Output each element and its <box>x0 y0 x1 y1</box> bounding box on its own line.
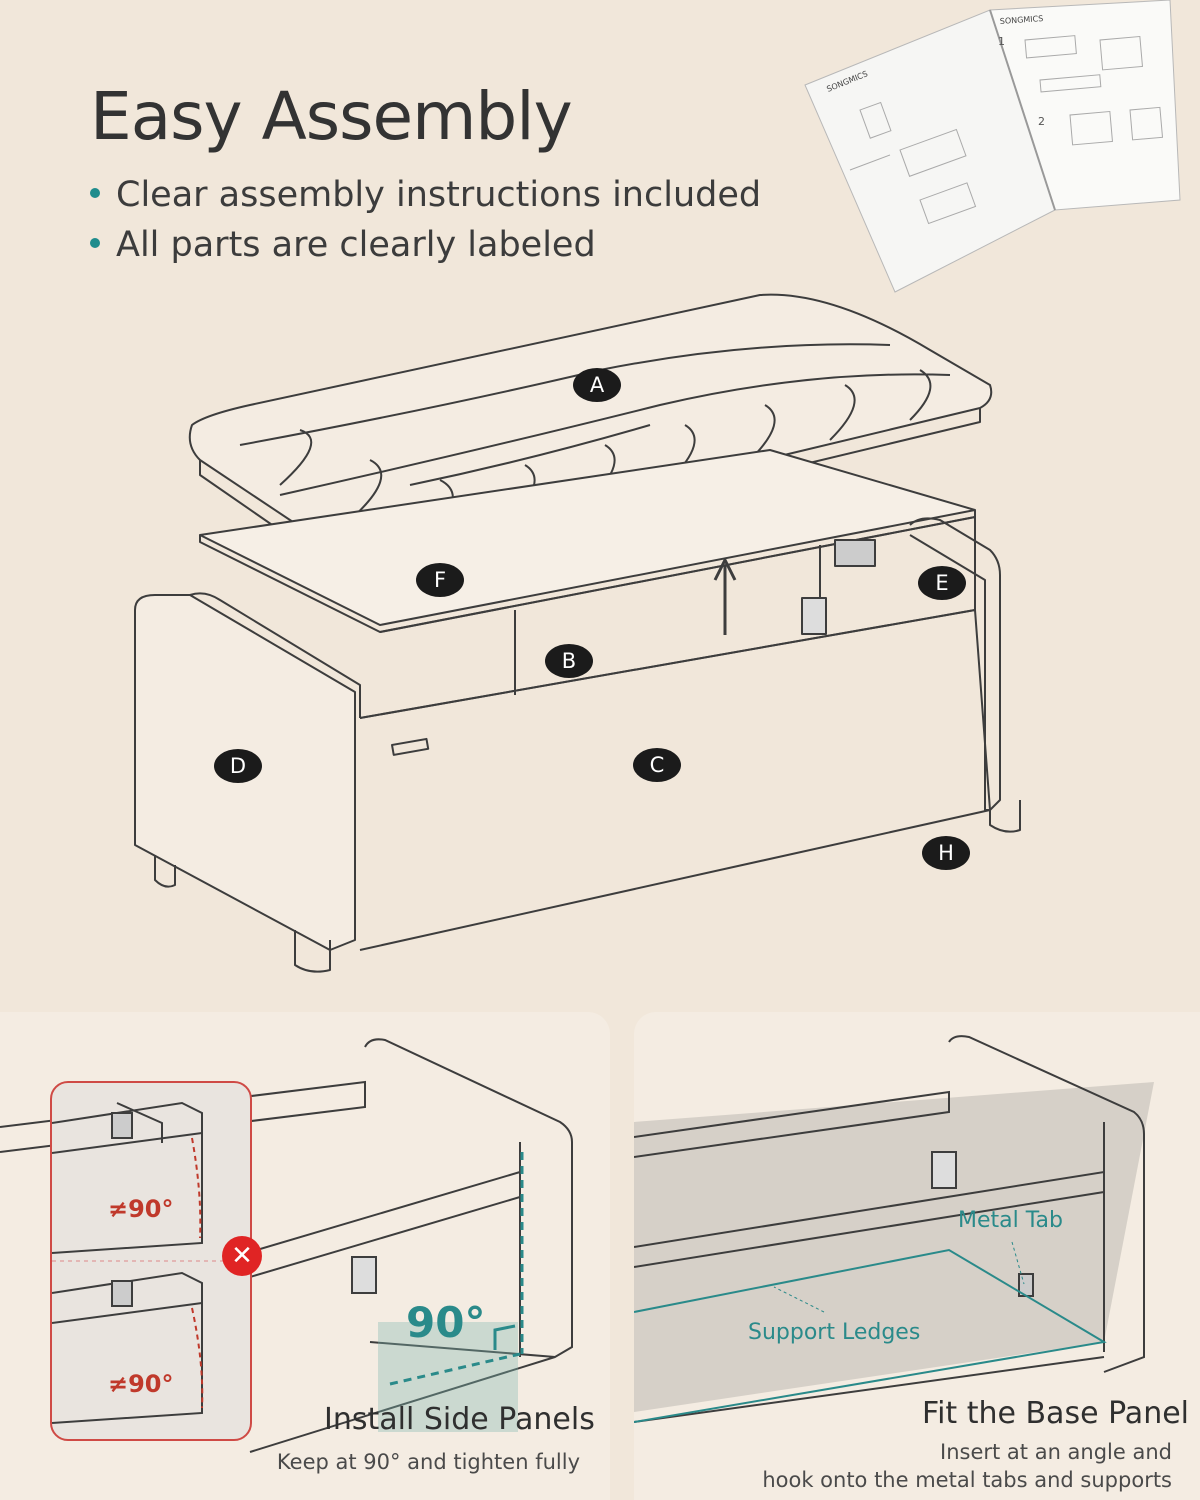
bullet-icon <box>90 238 100 248</box>
feature-item: Clear assembly instructions included <box>90 170 761 220</box>
part-label-f: F <box>416 563 464 597</box>
step-fit-base-panel: Metal Tab Support Ledges Fit the Base Pa… <box>634 1012 1200 1500</box>
close-icon: ✕ <box>222 1236 262 1276</box>
part-label-b: B <box>545 644 593 678</box>
part-label-c: C <box>633 748 681 782</box>
wrong-angle-inset: ≠90° ≠90° <box>50 1081 252 1441</box>
manual-page-number: 1 <box>998 35 1005 48</box>
instruction-manual-image: SONGMICS SONGMICS 1 2 <box>804 0 1181 293</box>
part-label-a: A <box>573 368 621 402</box>
manual-page-number: 2 <box>1038 115 1045 128</box>
part-label-d: D <box>214 749 262 783</box>
side-panel-illustration <box>0 1038 573 1453</box>
metal-tab-label: Metal Tab <box>958 1208 1063 1233</box>
correct-angle-label: 90° <box>406 1298 486 1347</box>
feature-list: Clear assembly instructions included All… <box>90 170 761 270</box>
part-label-h: H <box>922 836 970 870</box>
base-panel-illustration <box>634 1035 1154 1423</box>
step-description: Insert at an angle and hook onto the met… <box>762 1440 1172 1492</box>
support-ledges-label: Support Ledges <box>748 1320 921 1345</box>
step-title: Fit the Base Panel <box>922 1396 1189 1431</box>
wrong-angle-label: ≠90° <box>108 1195 174 1223</box>
manual-brand-right: SONGMICS <box>1000 14 1044 26</box>
step-title: Install Side Panels <box>324 1402 595 1437</box>
bullet-icon <box>90 188 100 198</box>
feature-item: All parts are clearly labeled <box>90 220 761 270</box>
step-description: Keep at 90° and tighten fully <box>276 1450 580 1474</box>
wrong-angle-label: ≠90° <box>108 1370 174 1398</box>
part-label-e: E <box>918 566 966 600</box>
page-title: Easy Assembly <box>90 78 573 155</box>
